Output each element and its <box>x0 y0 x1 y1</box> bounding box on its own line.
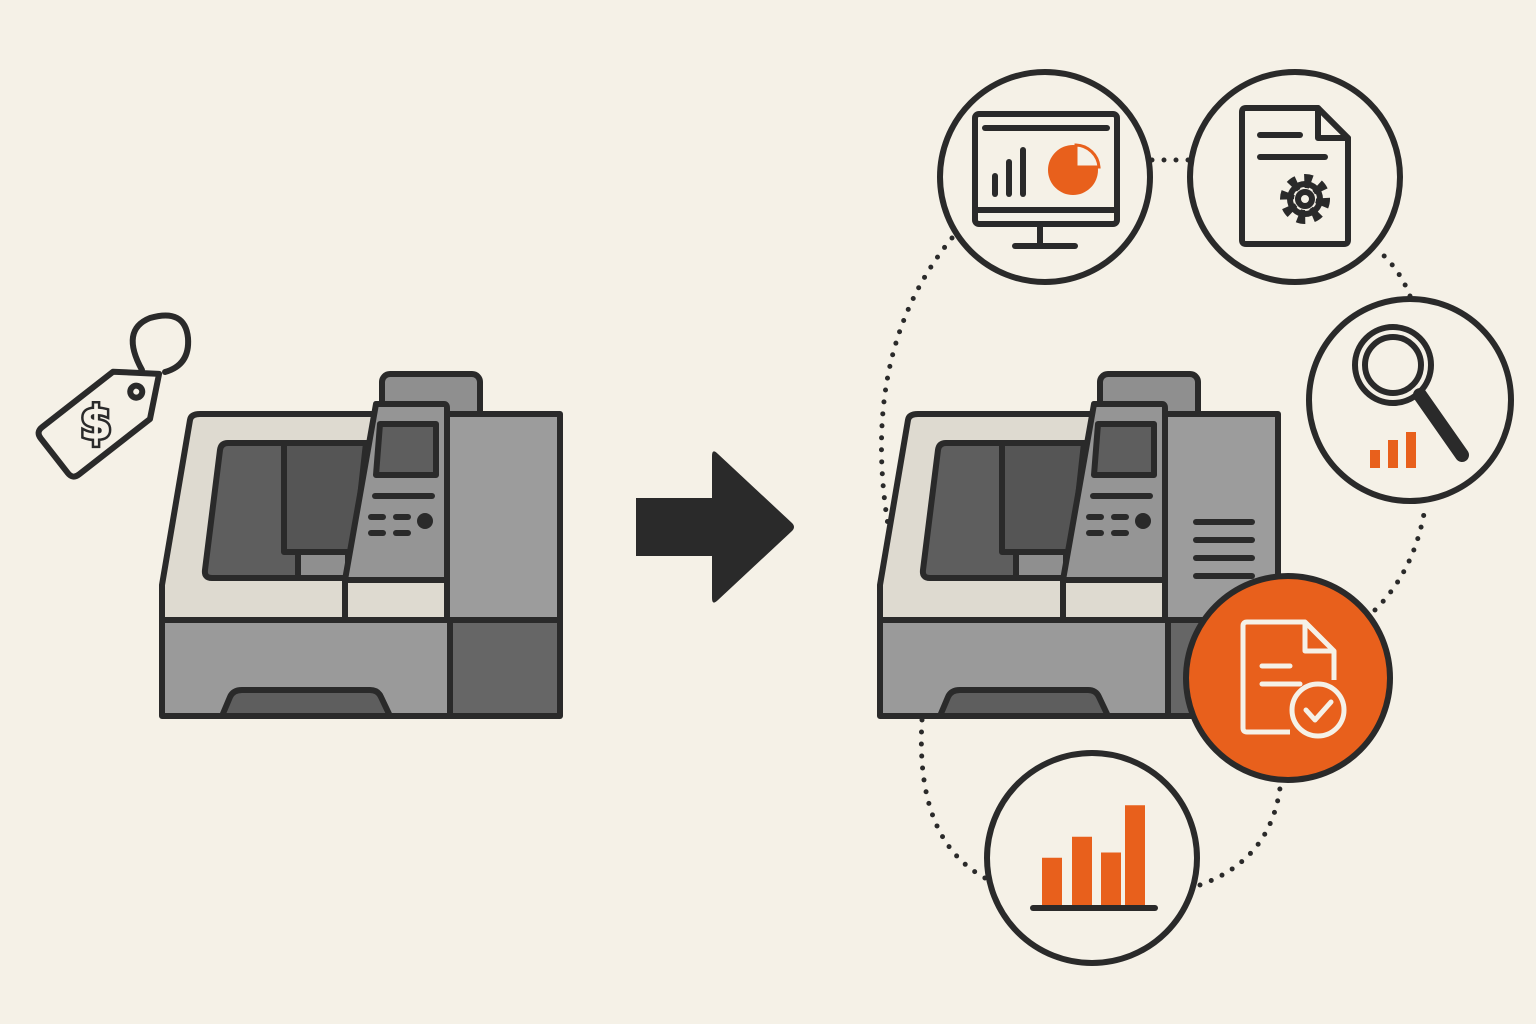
tag-string <box>129 312 192 375</box>
bar-2 <box>1072 836 1092 905</box>
vent-lines <box>1193 519 1255 579</box>
document-gear-icon <box>1187 69 1403 285</box>
dotted-connections <box>878 157 1428 888</box>
magnifier-chart-icon <box>1306 296 1514 504</box>
bar-1 <box>1042 857 1062 905</box>
arrow-right-icon <box>636 451 794 603</box>
machine-before <box>162 374 560 716</box>
price-tag-icon: $ <box>35 368 163 480</box>
price-symbol: $ <box>80 396 112 450</box>
bar-3 <box>1101 852 1121 905</box>
bar-4 <box>1125 805 1145 905</box>
monitor-chart-icon <box>937 69 1153 285</box>
document-check-icon <box>1183 573 1393 783</box>
bar-chart-icon <box>984 750 1200 966</box>
